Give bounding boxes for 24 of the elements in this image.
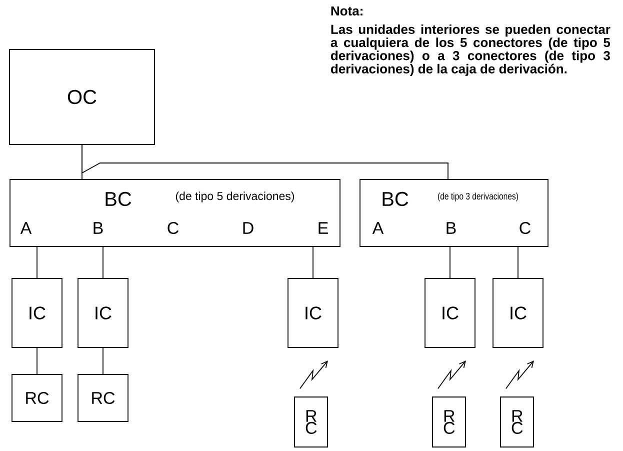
controller-box: R C [294,396,328,448]
connector-line [36,246,38,278]
controller-box: R C [500,396,534,448]
unit-box: OC [9,49,155,145]
branch-box: BC (de tipo 3 derivaciones) A B C [360,179,548,247]
branch-box: BC (de tipo 5 derivaciones) A B C D E [10,179,340,247]
controller-box: RC [12,374,62,422]
unit-box: IC [12,278,62,348]
connector-line [36,348,38,374]
connector-line [82,144,448,180]
wireless-arrow [438,360,466,389]
unit-box: IC [492,278,544,348]
wireless-arrow [300,360,328,389]
unit-box: IC [424,278,476,348]
controller-box: RC [78,374,128,422]
connector-line [102,246,104,278]
connector-line [102,348,104,374]
connector-line [312,246,314,278]
note-text: Las unidades interiores se pueden conectar a cualquiera de los 5 conectores (de tipo 5 derivaciones) o a 3 conectores (de tipo 3 derivaciones) de la caja de derivación. [330,24,610,76]
controller-box: R C [432,396,466,448]
unit-box: IC [78,278,128,348]
wireless-arrow [506,360,534,389]
unit-box: IC [288,278,338,348]
note-heading: Nota: [331,6,362,16]
